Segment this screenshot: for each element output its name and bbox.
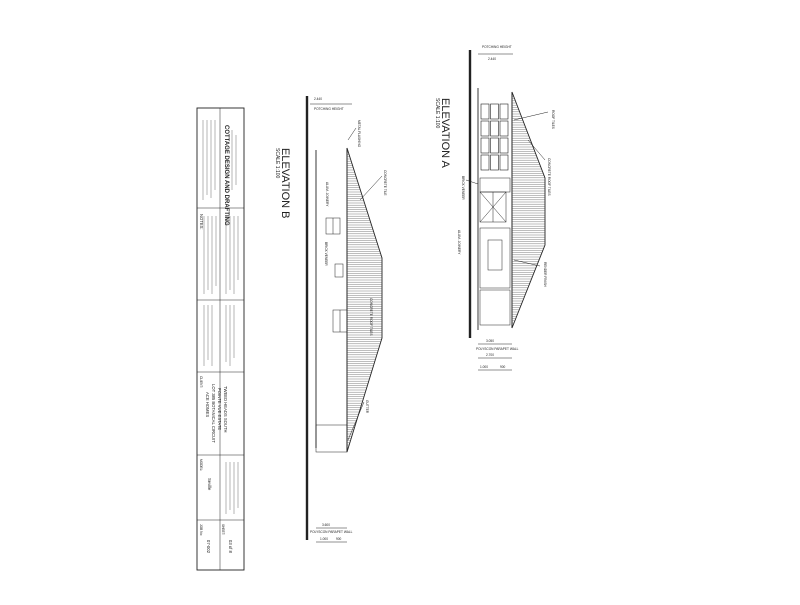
small-dim-2: 900 xyxy=(500,365,506,369)
elevation-b: ELEVATION B SCALE 1:100 2.440 POTCHING H… xyxy=(274,96,387,543)
job-number: 07-002 xyxy=(206,540,211,554)
note-gutter: GUTTER xyxy=(365,400,369,414)
note-roof-tiles: CONCRETE ROOF TILES xyxy=(369,298,373,336)
model-label: MODEL: xyxy=(199,459,203,471)
glazing-pane xyxy=(499,137,509,154)
note-render: RENDER FINISH xyxy=(543,262,547,287)
glazing-pane xyxy=(480,154,490,171)
glazing-pane xyxy=(490,154,499,171)
client-line-1: ACE HOMES xyxy=(205,392,210,417)
top-dim-value: 2.440 xyxy=(314,97,322,101)
small-dim-1: 1.000 xyxy=(480,365,488,369)
window xyxy=(334,263,344,278)
roof-outline xyxy=(346,147,383,453)
bottom-dim-2: 2.700 xyxy=(486,353,494,357)
glazing-pane xyxy=(499,154,509,171)
note-joinery: ALUM. JOINERY xyxy=(457,230,461,255)
company-name: COTTAGE DESIGN AND DRAFTING xyxy=(223,125,229,226)
notes-text xyxy=(203,216,239,366)
glazing-pane xyxy=(490,120,499,137)
note-brick: BRICK VENEER xyxy=(324,242,328,266)
revision-lines xyxy=(225,462,239,514)
brick-panel xyxy=(479,227,511,289)
roof-outline xyxy=(511,91,546,329)
elevation-b-scale: SCALE 1:100 xyxy=(274,148,280,179)
glazing-pane xyxy=(490,103,499,120)
company-details xyxy=(202,120,237,200)
glazing-pane xyxy=(490,137,499,154)
title-block: COTTAGE DESIGN AND DRAFTING NOTES: xyxy=(196,107,245,571)
note-flashing: METAL FLASHING xyxy=(357,120,361,148)
elevation-a: ELEVATION A SCALE 1:100 POTCHING HEIGHT … xyxy=(434,45,555,371)
glazing-pane xyxy=(480,103,490,120)
wall-label: POLYSCON PARAPET WALL xyxy=(476,347,519,351)
sheet-label: SHEET: xyxy=(221,524,225,535)
note-joinery: ALUM. JOINERY xyxy=(325,182,329,207)
client-label: CLIENT: xyxy=(199,376,203,388)
elevation-b-title: ELEVATION B xyxy=(279,148,291,219)
glazing-pane xyxy=(499,120,509,137)
title-block-border xyxy=(196,107,245,571)
client-line-4: TWEED HEADS SOUTH xyxy=(223,386,228,433)
brick-panel xyxy=(479,289,511,326)
note-tile: CONCRETE TILE xyxy=(383,170,387,195)
glazing-pane xyxy=(480,120,490,137)
note-concrete-tiles: CONCRETE ROOF TILES xyxy=(547,158,551,196)
top-dim-label: POTCHING HEIGHT xyxy=(482,45,512,49)
render-panel xyxy=(479,177,511,193)
note-roof-tiles: ROOF TILES xyxy=(551,110,555,129)
small-dim-1: 1.000 xyxy=(320,537,328,541)
wall-label: POLYSCON PARAPET WALL xyxy=(310,530,353,534)
client-line-3: POINTE VUE ESTATE xyxy=(217,388,222,430)
brick-base xyxy=(315,424,348,453)
glazing-pane xyxy=(499,103,509,120)
small-dim-2: 900 xyxy=(336,537,342,541)
roof-hatch xyxy=(512,94,545,328)
top-dim-value: 2.440 xyxy=(488,57,496,61)
elevation-a-title: ELEVATION A xyxy=(439,98,451,169)
bottom-dim-1: 3.050 xyxy=(486,339,494,343)
note-brick: BRICK VENEER xyxy=(461,176,465,200)
elevation-a-scale: SCALE 1:100 xyxy=(434,98,440,129)
sheet-number: 03 of 8 xyxy=(228,540,233,553)
job-label: JOB No: xyxy=(199,524,203,536)
window xyxy=(487,239,503,271)
model-name: Seville xyxy=(207,478,212,491)
glazed-window-grid xyxy=(480,103,509,171)
top-dim-label: POTCHING HEIGHT xyxy=(314,107,344,111)
notes-heading: NOTES: xyxy=(199,214,204,230)
glazing-pane xyxy=(480,137,490,154)
client-line-2: LOT 385 BOTANICAL CIRCUIT xyxy=(211,384,216,443)
roof-hatch xyxy=(347,150,382,452)
bottom-dim-value: 3.600 xyxy=(322,523,330,527)
